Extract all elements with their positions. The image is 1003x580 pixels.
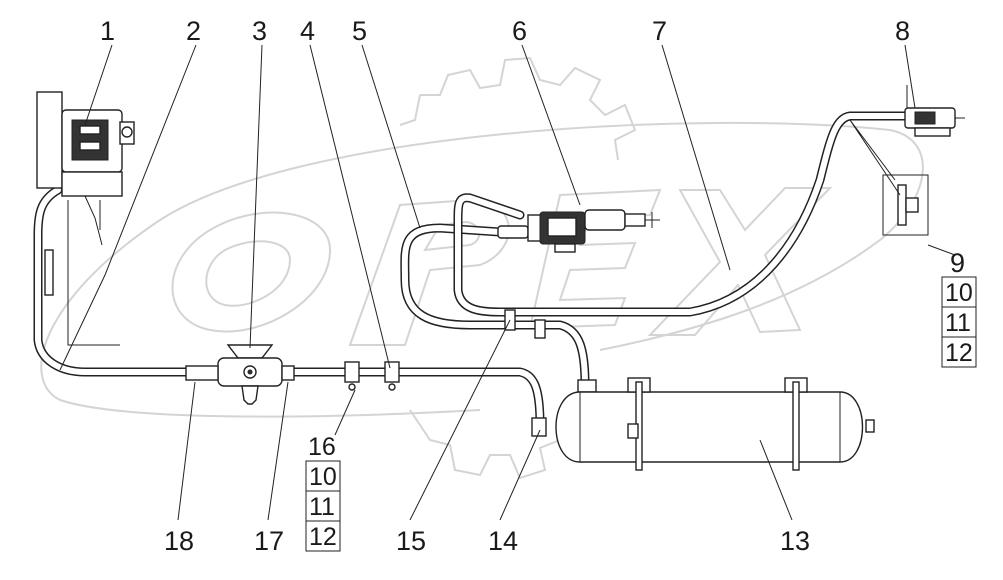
tee-fitting-3 [185, 344, 295, 405]
callout-6: 6 [512, 16, 527, 46]
callout-7: 7 [652, 16, 667, 46]
watermark-letter-x [647, 187, 833, 336]
watermark-letter-e [528, 188, 662, 330]
stack-right-item: 12 [945, 339, 973, 367]
callout-17: 17 [254, 526, 284, 556]
stack-right-item: 11 [945, 309, 971, 337]
stack-bottom-item: 12 [309, 523, 337, 551]
callout-4: 4 [300, 16, 315, 46]
callout-5: 5 [352, 16, 367, 46]
callout-labels: 1 2 3 4 5 6 7 8 9 13 14 15 17 18 [100, 16, 965, 556]
callout-8: 8 [895, 16, 910, 46]
stack-bottom: 16 10 11 12 [305, 433, 341, 552]
watermark-swoosh [40, 121, 924, 418]
callout-13: 13 [780, 526, 810, 556]
stack-right: 10 11 12 [941, 276, 977, 368]
unit-1-compressor [36, 91, 135, 346]
pipelines [33, 111, 910, 430]
watermark [40, 56, 924, 480]
watermark-letter-o [171, 211, 332, 333]
callout-1: 1 [100, 16, 115, 46]
air-tank-13 [555, 377, 875, 471]
stack-bottom-item: 10 [309, 463, 337, 491]
pipe-riser [453, 111, 910, 317]
valve-6 [497, 209, 660, 253]
callout-3: 3 [252, 16, 267, 46]
callout-14: 14 [488, 526, 518, 556]
stack-right-item: 10 [945, 279, 973, 307]
detail-9 [849, 119, 929, 236]
stack-bottom-item: 16 [308, 433, 336, 461]
stack-bottom-item: 11 [309, 493, 335, 521]
callout-2: 2 [186, 16, 201, 46]
callout-15: 15 [396, 526, 426, 556]
clamps [344, 309, 546, 391]
callout-9: 9 [950, 248, 965, 278]
leader-lines [59, 44, 956, 521]
end-valve-8 [904, 85, 965, 137]
callout-18: 18 [164, 526, 194, 556]
